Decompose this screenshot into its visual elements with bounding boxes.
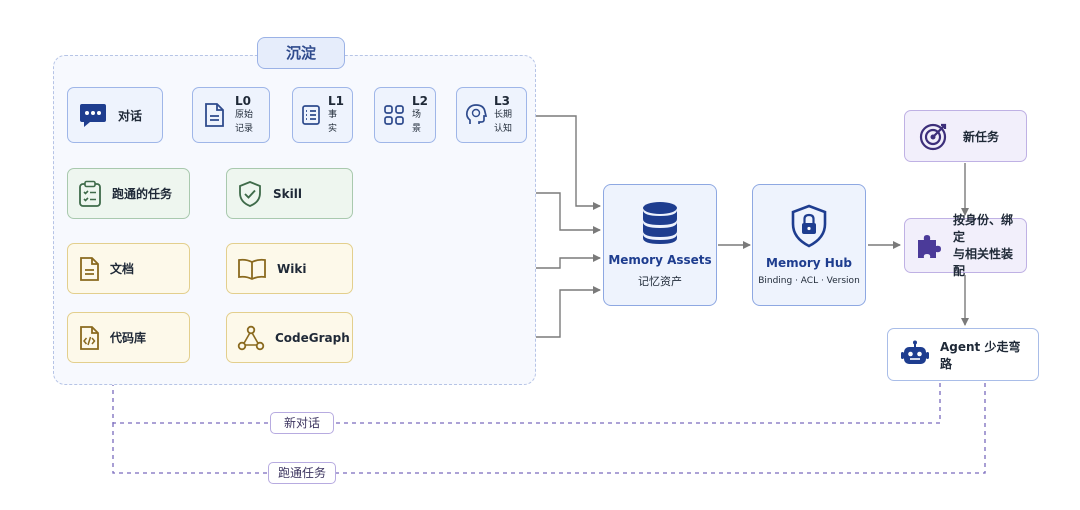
- node-wiki-label: Wiki: [277, 261, 307, 276]
- assemble-line2: 与相关性装配: [953, 246, 1014, 278]
- node-dialogue: 对话: [67, 87, 163, 143]
- node-agent: Agent 少走弯路: [887, 328, 1039, 381]
- node-l3: L3 长期认知: [456, 87, 527, 143]
- chat-bubble-icon: [78, 100, 108, 130]
- arrow-l3-assets: [527, 115, 601, 210]
- node-memory-assets: Memory Assets 记忆资产: [603, 184, 717, 306]
- node-docs: 文档: [67, 243, 190, 294]
- memory-assets-sub: 记忆资产: [638, 275, 682, 288]
- shield-check-icon: [237, 180, 263, 208]
- memory-assets-title: Memory Assets: [608, 253, 712, 267]
- node-memory-hub: Memory Hub Binding · ACL · Version: [752, 184, 866, 306]
- l0-code: L0: [235, 94, 251, 108]
- document-icon: [203, 102, 225, 128]
- node-l2: L2 场景: [374, 87, 436, 143]
- loop-label-new-dialogue: 新对话: [270, 412, 334, 434]
- l2-code: L2: [412, 94, 428, 108]
- head-brain-icon: [464, 103, 488, 127]
- group-title: 沉淀: [257, 37, 345, 69]
- assemble-line1: 按身份、绑定: [953, 212, 1014, 244]
- code-file-icon: [78, 325, 100, 351]
- node-dialogue-label: 对话: [118, 108, 143, 123]
- node-skill-label: Skill: [273, 186, 302, 201]
- node-wiki: Wiki: [226, 243, 353, 294]
- node-assemble: 按身份、绑定 与相关性装配: [904, 213, 1027, 278]
- node-agent-label: Agent 少走弯路: [940, 339, 1021, 371]
- node-codebase-label: 代码库: [110, 331, 147, 345]
- open-book-icon: [237, 257, 267, 281]
- dashed-loop-run-task: [112, 383, 986, 474]
- l1-code: L1: [328, 94, 344, 108]
- memory-hub-title: Memory Hub: [766, 256, 852, 270]
- dashed-loop-new-dialogue: [109, 365, 941, 424]
- l2-sub: 场景: [412, 110, 422, 134]
- loop-label-run-task: 跑通任务: [268, 462, 336, 484]
- node-codegraph: CodeGraph: [226, 312, 353, 363]
- clipboard-checklist-icon: [78, 180, 102, 208]
- target-icon: [919, 121, 949, 151]
- list-icon: [301, 104, 321, 126]
- node-codegraph-label: CodeGraph: [275, 330, 350, 345]
- l0-sub: 原始记录: [235, 110, 254, 134]
- memory-hub-sub: Binding · ACL · Version: [758, 276, 860, 286]
- lock-shield-icon: [790, 204, 828, 248]
- node-task-run-label: 跑通的任务: [112, 187, 173, 201]
- document-icon: [78, 256, 100, 282]
- puzzle-icon: [915, 232, 943, 260]
- node-skill: Skill: [226, 168, 353, 219]
- node-l0: L0 原始记录: [192, 87, 270, 143]
- node-new-task-label: 新任务: [963, 129, 1000, 144]
- robot-icon: [900, 340, 930, 370]
- database-icon: [641, 201, 679, 245]
- node-docs-label: 文档: [110, 262, 135, 276]
- node-codebase: 代码库: [67, 312, 190, 363]
- graph-nodes-icon: [237, 325, 265, 351]
- node-l1: L1 事实: [292, 87, 353, 143]
- node-task-run: 跑通的任务: [67, 168, 190, 219]
- l3-code: L3: [494, 94, 510, 108]
- l3-sub: 长期认知: [494, 110, 513, 134]
- grid-icon: [383, 104, 405, 126]
- l1-sub: 事实: [328, 110, 338, 134]
- node-new-task: 新任务: [904, 110, 1027, 162]
